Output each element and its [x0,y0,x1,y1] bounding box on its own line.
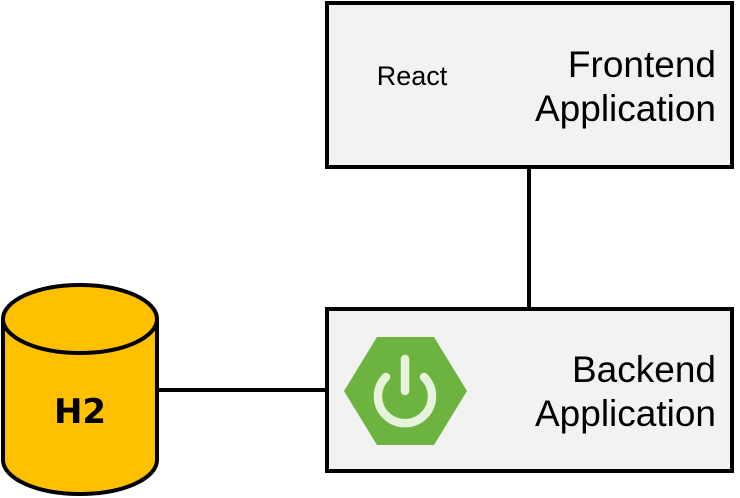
frontend-box-rect [325,1,734,169]
database-top [1,283,159,355]
frontend-title-line1: Frontend [568,44,716,85]
frontend-tech-label: React [377,61,448,91]
database-body [1,317,159,496]
frontend-title-line2: Application [535,88,716,129]
spring-boot-power-icon [344,337,467,445]
backend-title-line1: Backend [572,349,716,390]
database-label: H2 [54,392,106,432]
backend-application-box: Backend Application [325,307,734,473]
backend-title-line2: Application [535,393,716,434]
frontend-application-box: React Frontend Application [325,1,734,169]
database-cylinder-icon: H2 [1,283,159,496]
